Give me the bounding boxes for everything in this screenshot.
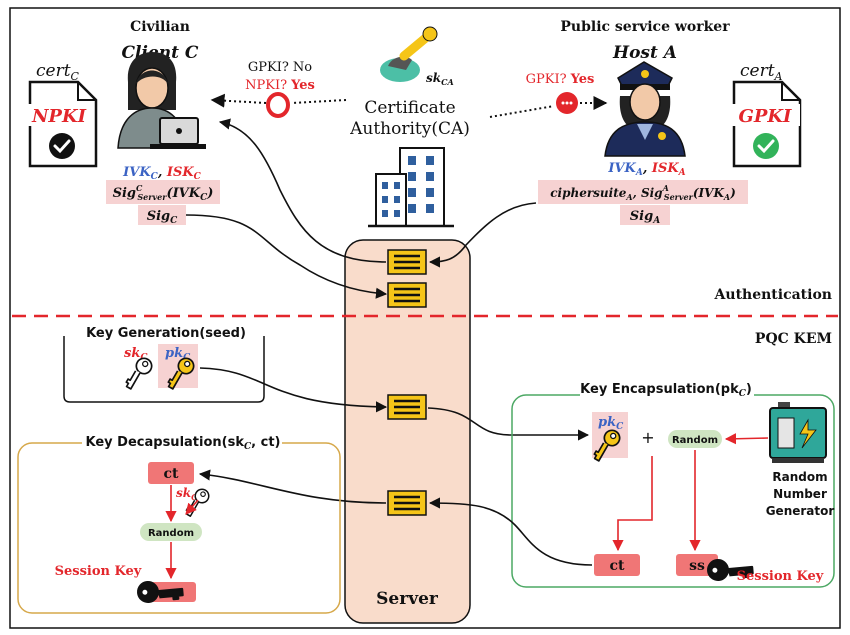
- encap-to-ct-arrow: [612, 456, 653, 552]
- ca-secret-key: skCA: [426, 71, 454, 87]
- host-cipher-box: [538, 180, 748, 204]
- client-gpki-question: GPKI? No: [248, 60, 312, 75]
- encap-random-pill: [668, 430, 722, 448]
- cert-a-label: certA: [740, 61, 783, 83]
- encap-ct-box: [594, 554, 640, 576]
- ca-to-client-dotted: [291, 99, 347, 104]
- civilian-role: Civilian: [130, 19, 190, 35]
- client-sig: SigC: [147, 209, 178, 226]
- client-identity-keys: IVKC, ISKC: [122, 165, 201, 182]
- gpki-badge: GPKI: [739, 106, 793, 127]
- ca-title-line1: Certificate: [364, 98, 455, 118]
- decap-session-key: Session Key: [55, 564, 142, 579]
- rng-label-3: Generator: [766, 504, 835, 518]
- encap-ss: ss: [689, 558, 705, 574]
- server-message-icon-3: [386, 393, 428, 421]
- decap-random-pill: [140, 523, 202, 541]
- host-identity-keys: IVKA, ISKA: [607, 161, 685, 178]
- secret-key-icon: [119, 355, 158, 391]
- decap-session-key-icon: [132, 565, 187, 620]
- host-sig: SigA: [630, 209, 660, 226]
- gpki-certificate-icon: GPKI: [730, 80, 802, 168]
- outer-frame: [9, 7, 841, 629]
- client-sig-box: [138, 205, 186, 225]
- encap-ct: ct: [610, 558, 626, 574]
- client-npki-question: NPKI?Yes: [245, 78, 315, 93]
- encap-plus: +: [641, 428, 654, 447]
- ca-to-client-arrow: [210, 93, 267, 108]
- worker-gpki-question: GPKI?Yes: [526, 72, 595, 87]
- server-to-decap-arrow: [198, 469, 387, 504]
- sk-to-random-arrow: [185, 499, 199, 515]
- decap-title: Key Decapsulation(skC, ct): [86, 435, 281, 452]
- encap-title: Key Encapsulation(pkC): [580, 382, 752, 399]
- ca-building-icon: [368, 147, 454, 228]
- server-message-icon-4: [386, 489, 428, 517]
- encap-random: Random: [672, 435, 718, 446]
- decap-ct-box: [148, 462, 194, 484]
- npki-badge: NPKI: [31, 106, 87, 127]
- pqc-kem-label: PQC KEM: [755, 331, 832, 347]
- keygen-title: Key Generation(seed): [86, 326, 246, 341]
- host-name: Host A: [612, 43, 677, 63]
- client-status-marker: [266, 92, 290, 118]
- server-message-icon-1: [386, 248, 428, 276]
- rng-label-2: Number: [773, 487, 827, 501]
- client-sig-server-box: [106, 180, 220, 204]
- authentication-label: Authentication: [714, 287, 832, 303]
- cert-c-label: certC: [36, 61, 80, 83]
- client-to-server-arrow: [185, 214, 388, 299]
- decap-sk: skC: [176, 486, 198, 502]
- host-sig-box: [620, 205, 670, 225]
- random-number-generator-icon: [769, 402, 827, 463]
- keygen-to-server-arrow: [199, 367, 388, 413]
- keygen-box: [63, 336, 265, 403]
- server-label: Server: [376, 589, 439, 609]
- server-column: [344, 239, 471, 624]
- npki-certificate-icon: NPKI: [24, 80, 98, 168]
- server-to-client-arrow: [218, 118, 387, 263]
- encap-session-key: Session Key: [737, 569, 824, 584]
- ca-to-worker-dotted: [489, 105, 555, 118]
- ca-title-line2: Authority(CA): [349, 119, 470, 139]
- decap-random: Random: [148, 528, 194, 539]
- client-avatar-icon: [117, 52, 206, 149]
- decap-ct: ct: [164, 466, 180, 482]
- worker-role: Public service worker: [560, 19, 730, 35]
- rng-to-random-arrow: [724, 433, 769, 445]
- host-to-server-arrow: [428, 202, 537, 268]
- encap-pk: pkC: [598, 415, 624, 432]
- rng-label-1: Random: [772, 470, 827, 484]
- server-message-icon-2: [386, 281, 428, 309]
- encap-to-server-arrow: [428, 497, 593, 566]
- police-officer-avatar-icon: [604, 61, 686, 157]
- ca-stamp-icon: [380, 26, 438, 82]
